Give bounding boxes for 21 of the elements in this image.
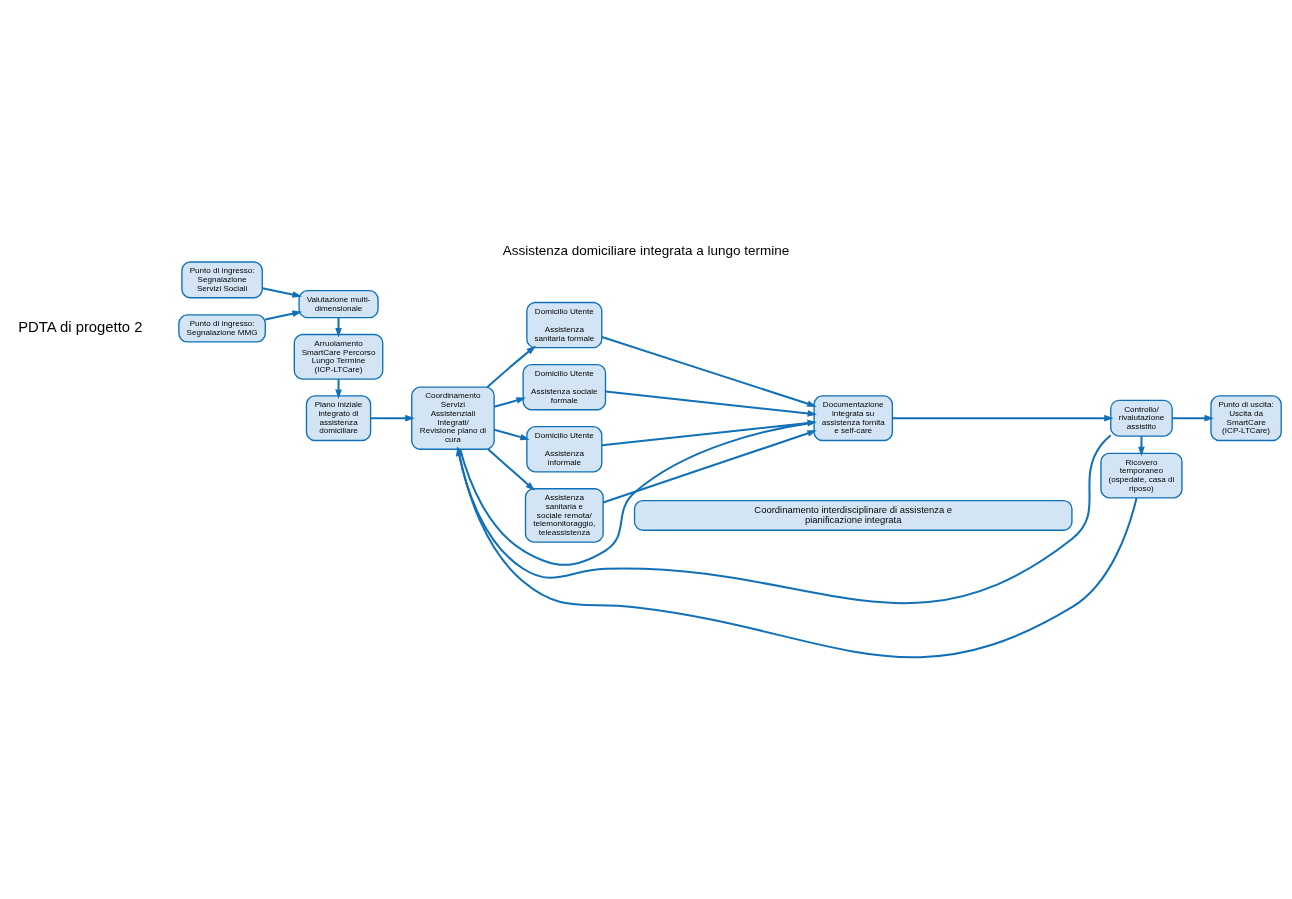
arrow — [335, 317, 342, 338]
node-box: Coordinamento interdisciplinare di assistenza e pianificazione integrata — [633, 499, 1073, 531]
arrow — [892, 414, 1114, 422]
arrow — [602, 430, 817, 504]
arrow — [601, 336, 817, 407]
connector — [459, 421, 815, 566]
arrow — [262, 287, 302, 298]
arrow — [456, 446, 1138, 658]
arrow — [486, 345, 536, 388]
arrow — [487, 448, 535, 491]
arrow — [605, 390, 818, 417]
arrow — [265, 310, 302, 321]
arrow — [1172, 414, 1214, 422]
arrow — [456, 434, 1112, 604]
arrow — [494, 397, 526, 408]
arrow — [601, 419, 817, 447]
arrow — [370, 414, 415, 422]
diagram-title: Assistenza domiciliare integrata a lungo termine — [502, 243, 790, 259]
arrow — [1138, 436, 1145, 457]
arrow — [494, 428, 530, 441]
label: PDTA di progetto 2 — [18, 319, 143, 336]
